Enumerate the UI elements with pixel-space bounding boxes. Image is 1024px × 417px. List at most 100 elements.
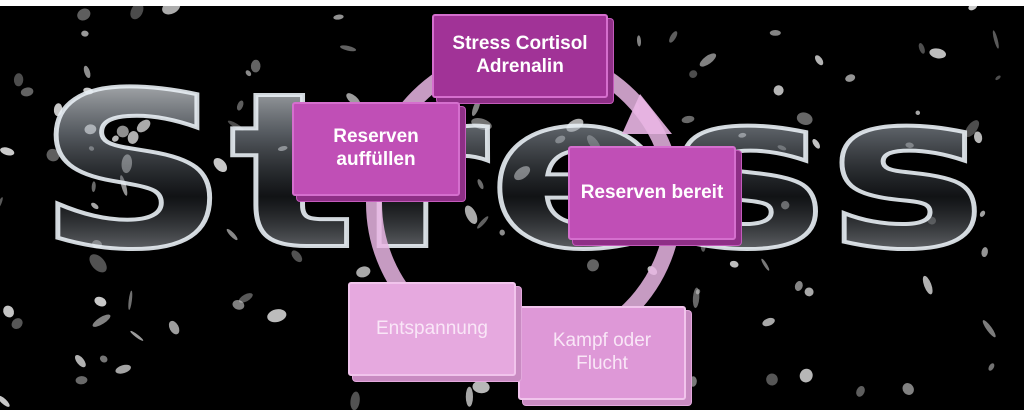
water-drop (636, 35, 642, 47)
water-drop (902, 383, 914, 395)
water-drop (267, 309, 287, 323)
water-drop (46, 148, 60, 162)
water-drop (84, 124, 97, 135)
water-drop (291, 250, 303, 263)
water-drop (226, 228, 238, 241)
cycle-step-label: Entspannung (376, 317, 488, 339)
water-drop (0, 395, 10, 407)
water-drop (75, 376, 88, 385)
water-drop (471, 99, 481, 116)
water-drop (915, 110, 921, 116)
water-drop (769, 30, 781, 36)
water-drop (340, 45, 357, 52)
water-drop (13, 73, 24, 87)
water-drop (356, 266, 371, 278)
water-drop (11, 318, 23, 330)
water-drop (929, 48, 946, 59)
water-drop (83, 87, 94, 95)
water-drop (277, 145, 288, 152)
water-drop (116, 125, 129, 138)
diagram-canvas: Stress Stress Cortisol Adrenalin Reserve… (0, 6, 1024, 410)
water-drop (669, 31, 678, 43)
water-drop (566, 118, 584, 132)
water-drop (81, 30, 89, 37)
water-drop (773, 85, 784, 96)
water-drop (477, 179, 484, 190)
water-drop (75, 354, 86, 368)
water-drop (0, 197, 3, 209)
cycle-step-label: Reserven bereit (580, 181, 724, 203)
water-drop (499, 229, 505, 236)
water-drop (350, 391, 360, 410)
water-drop (250, 59, 261, 73)
water-drop (812, 138, 821, 149)
water-drop (53, 103, 63, 117)
cycle-step-reserves-ready: Reserven bereit (568, 146, 736, 240)
water-drop (799, 368, 813, 383)
water-drop (699, 53, 717, 67)
water-drop (804, 287, 814, 297)
water-drop (89, 254, 107, 273)
water-drop (918, 43, 925, 54)
water-drop (968, 6, 978, 11)
water-drop (0, 147, 15, 156)
water-drop (974, 131, 983, 144)
water-drop (20, 87, 34, 97)
water-drop (762, 317, 775, 327)
water-drop (471, 118, 492, 130)
water-drop (127, 131, 139, 144)
water-drop (136, 119, 151, 133)
water-drop (236, 100, 244, 111)
water-drop (981, 247, 988, 258)
water-drop (814, 55, 824, 66)
water-drop (927, 216, 936, 225)
water-drop (3, 305, 15, 318)
cycle-step-label: Reserven auffüllen (333, 126, 419, 170)
water-drop (464, 205, 478, 224)
water-drop (992, 30, 999, 49)
water-drop (92, 240, 102, 249)
water-drop (995, 75, 1001, 81)
water-drop (689, 376, 697, 387)
water-drop (91, 181, 96, 193)
water-drop (988, 363, 995, 371)
cycle-step-fight-or-flight: Kampf oder Flucht (518, 306, 686, 400)
water-drop (130, 6, 144, 20)
water-drop (99, 355, 108, 363)
water-drop (738, 132, 747, 138)
water-drop (766, 373, 778, 386)
water-drop (777, 145, 787, 151)
water-drop (472, 380, 490, 394)
water-drop (979, 210, 986, 217)
water-drop (91, 202, 99, 210)
water-drop (245, 70, 252, 77)
water-drop (232, 300, 245, 310)
water-drop (168, 320, 180, 335)
water-drop (465, 386, 473, 407)
water-drop (130, 330, 144, 341)
water-drop (922, 275, 933, 295)
water-drop (761, 258, 770, 271)
water-drop (982, 320, 996, 338)
cycle-step-stress: Stress Cortisol Adrenalin (432, 14, 608, 98)
cycle-arrowhead (622, 94, 672, 134)
water-drop (692, 287, 700, 308)
water-drop (112, 135, 119, 142)
cycle-step-label: Stress Cortisol Adrenalin (452, 33, 588, 77)
water-drop (477, 216, 489, 229)
water-drop (905, 142, 914, 148)
water-drop (333, 14, 344, 20)
water-drop (77, 8, 91, 21)
water-drop (92, 314, 111, 327)
water-drop (794, 281, 803, 291)
water-drop (120, 175, 128, 196)
cycle-step-replenish-reserves: Reserven auffüllen (292, 102, 460, 196)
cycle-step-label: Kampf oder Flucht (552, 330, 652, 374)
water-drop (162, 6, 181, 15)
water-drop (781, 200, 790, 210)
water-drop (700, 241, 706, 252)
cycle-step-relaxation: Entspannung (348, 282, 516, 376)
water-drop (94, 296, 107, 307)
water-drop (587, 259, 599, 272)
water-drop (681, 115, 695, 124)
